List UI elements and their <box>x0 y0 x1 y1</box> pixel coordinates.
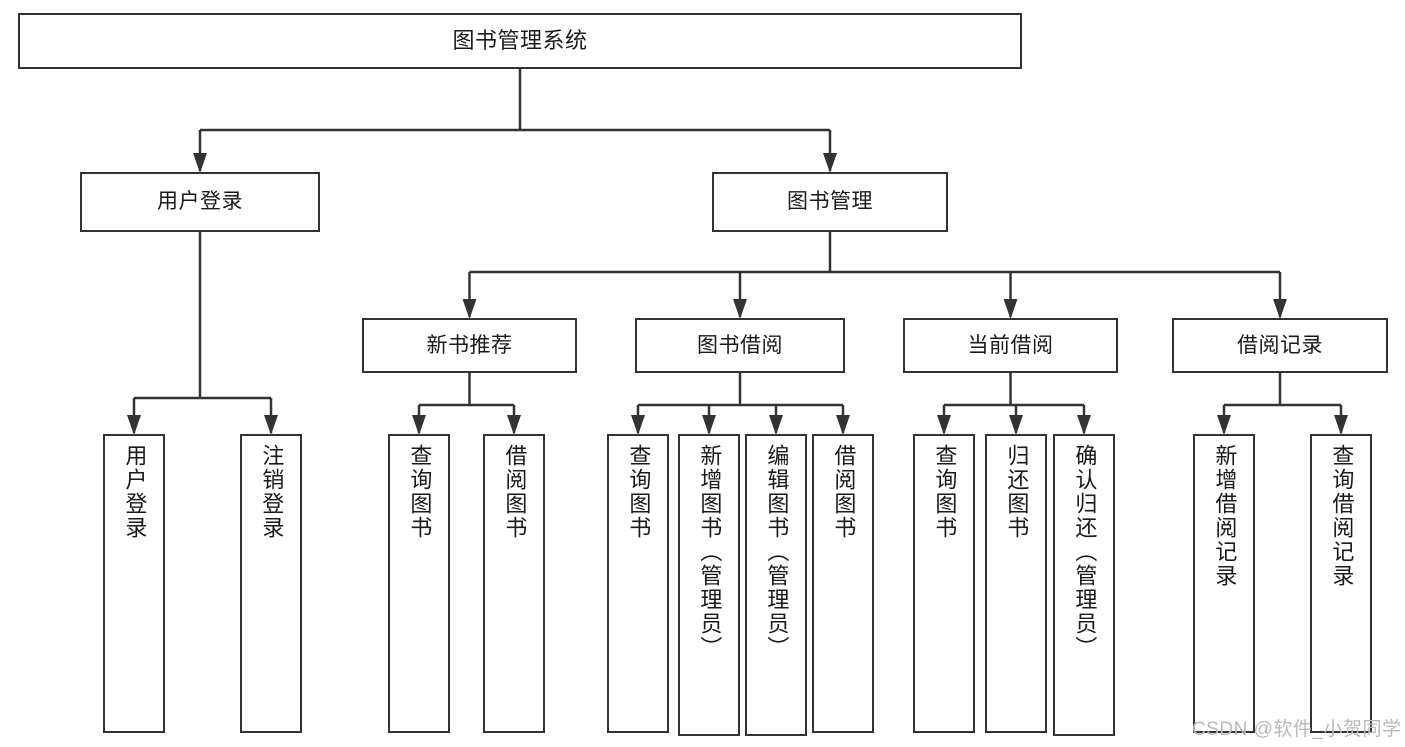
arrowhead-icon <box>1003 299 1018 319</box>
node-leaf_b_book_2[interactable]: 借阅图书 <box>812 434 874 733</box>
arrowhead-icon <box>1273 299 1287 319</box>
node-label: 借阅图书 <box>502 444 528 540</box>
node-label: 借阅记录 <box>1237 333 1323 357</box>
node-label: 图书借阅 <box>697 333 783 357</box>
node-borrow_record[interactable]: 借阅记录 <box>1172 318 1388 373</box>
node-label: 查询图书 <box>626 444 652 540</box>
node-current_borrow[interactable]: 当前借阅 <box>903 318 1118 373</box>
node-label: 当前借阅 <box>967 333 1054 357</box>
node-label: 新增借阅记录 <box>1212 444 1238 588</box>
arrowhead-icon <box>733 299 747 319</box>
node-label: 查询图书 <box>932 444 958 540</box>
node-leaf_q_book_1[interactable]: 查询图书 <box>388 434 450 733</box>
arrowhead-icon <box>462 299 477 319</box>
arrowhead-icon <box>1334 415 1348 435</box>
arrowhead-icon <box>127 415 141 435</box>
arrowhead-icon <box>1077 415 1091 435</box>
arrowhead-icon <box>193 153 207 173</box>
node-label: 借阅图书 <box>831 444 857 540</box>
arrowhead-icon <box>823 153 837 173</box>
node-leaf_logout[interactable]: 注销登录 <box>240 434 302 733</box>
node-label: 查询图书 <box>407 444 433 540</box>
node-leaf_q_book_2[interactable]: 查询图书 <box>607 434 669 733</box>
node-root[interactable]: 图书管理系统 <box>18 13 1022 69</box>
node-user_login[interactable]: 用户登录 <box>80 172 320 232</box>
node-leaf_b_book_1[interactable]: 借阅图书 <box>483 434 545 733</box>
node-book_borrow[interactable]: 图书借阅 <box>635 318 845 373</box>
node-label: 注销登录 <box>259 444 285 540</box>
arrowhead-icon <box>412 415 426 435</box>
arrowhead-icon <box>1009 415 1023 435</box>
node-label: 确认归还（管理员） <box>1072 444 1098 660</box>
node-leaf_q_book_3[interactable]: 查询图书 <box>913 434 975 733</box>
arrowhead-icon <box>264 415 278 435</box>
arrowhead-icon <box>631 415 645 435</box>
node-label: 编辑图书（管理员） <box>764 444 790 660</box>
node-label: 用户登录 <box>122 444 148 540</box>
node-leaf_return[interactable]: 归还图书 <box>985 434 1047 733</box>
node-leaf_conf_ret[interactable]: 确认归还（管理员） <box>1053 434 1115 736</box>
arrowhead-icon <box>507 415 521 435</box>
arrowhead-icon <box>836 415 850 435</box>
node-leaf_login[interactable]: 用户登录 <box>103 434 165 733</box>
node-label: 新增图书（管理员） <box>697 444 723 660</box>
arrowhead-icon <box>769 415 783 435</box>
node-new_book_rec[interactable]: 新书推荐 <box>362 318 577 373</box>
arrowhead-icon <box>937 415 951 435</box>
node-leaf_add_book[interactable]: 新增图书（管理员） <box>678 434 740 736</box>
arrowhead-icon <box>1217 415 1231 435</box>
node-label: 图书管理系统 <box>452 27 588 53</box>
node-leaf_add_rec[interactable]: 新增借阅记录 <box>1193 434 1255 733</box>
node-book_manage[interactable]: 图书管理 <box>712 172 948 232</box>
arrowhead-icon <box>702 415 716 435</box>
node-label: 用户登录 <box>157 190 243 214</box>
node-leaf_edit_book[interactable]: 编辑图书（管理员） <box>745 434 807 736</box>
node-label: 图书管理 <box>787 190 873 214</box>
node-label: 新书推荐 <box>426 333 513 357</box>
node-label: 查询借阅记录 <box>1329 444 1355 588</box>
node-leaf_q_rec[interactable]: 查询借阅记录 <box>1310 434 1372 733</box>
node-label: 归还图书 <box>1004 444 1030 540</box>
